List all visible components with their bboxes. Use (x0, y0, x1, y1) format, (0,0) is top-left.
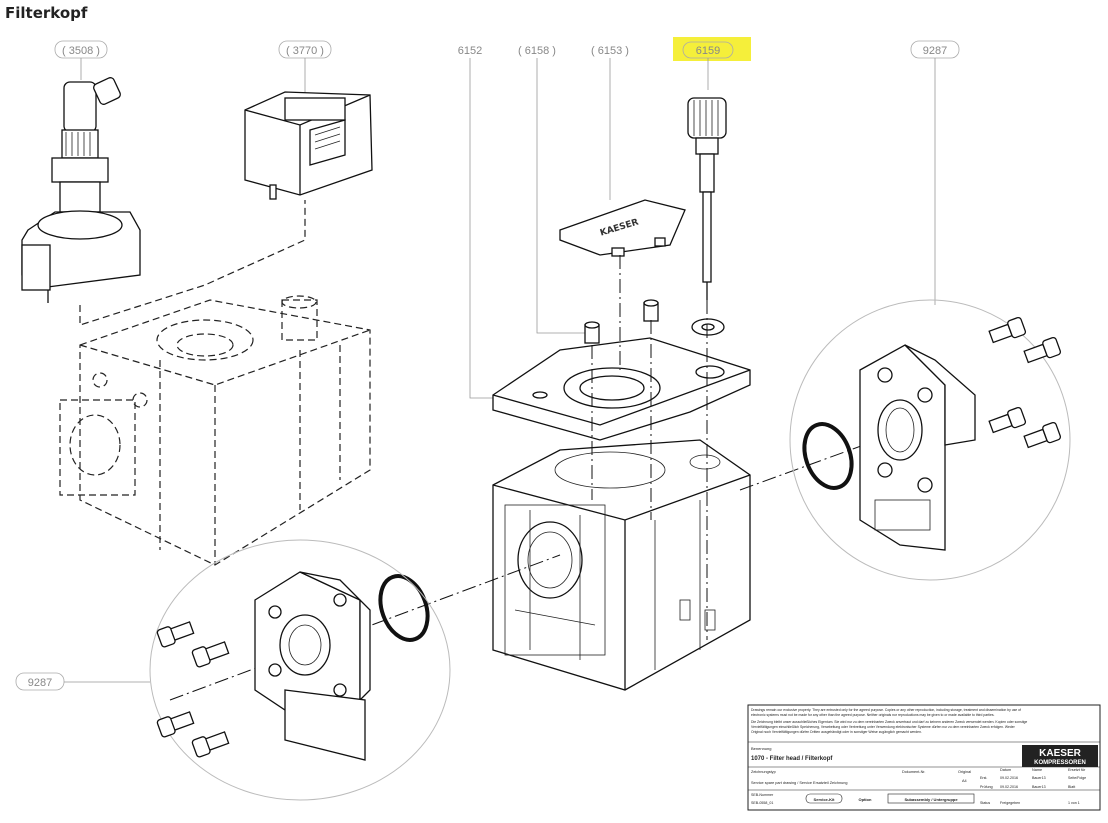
screws-left[interactable] (156, 619, 230, 758)
callout-6159-label: 6159 (696, 45, 720, 57)
erst-date: 09.02.2016 (1000, 776, 1018, 780)
callout-6153-label[interactable]: ( 6153 ) (591, 45, 629, 57)
prufung-date: 09.02.2016 (1000, 785, 1018, 789)
disclaimer-line-5: Original noch Vervielfältigungen dürfen … (751, 730, 922, 734)
kaeser-logo-top: KAESER (1039, 748, 1081, 759)
disclaimer-line-2: electronic systems must not be made for … (751, 713, 995, 717)
plug-6159[interactable] (687, 97, 727, 300)
sensor-connection-line (79, 200, 306, 326)
washer[interactable] (691, 318, 725, 336)
option-label: Option (859, 797, 872, 802)
callout-3508-label: ( 3508 ) (62, 45, 100, 57)
benennung-label: Benennung (751, 746, 771, 751)
zeichnungstyp-value: Service spare part drawing / Service Ers… (751, 781, 847, 785)
blatt-label: Blatt (1068, 785, 1075, 789)
subassembly-label: Subassembly / Untergruppe (904, 797, 958, 802)
sachnummer-value: SEB-0558_01 (751, 801, 773, 805)
sensor-block-3770[interactable] (244, 91, 373, 200)
callout-3770[interactable]: ( 3770 ) (278, 40, 332, 59)
callout-6152-label[interactable]: 6152 (458, 45, 482, 57)
erst-name: Bauer13 (1032, 776, 1046, 780)
filter-head-body[interactable] (492, 439, 751, 691)
callout-3770-label: ( 3770 ) (286, 45, 324, 57)
dokument-label: Dokument-Nr. (902, 770, 925, 774)
disclaimer-line-4: Vervielfältigungen einschließlich Speich… (751, 725, 1016, 729)
disclaimer-line-3: Die Zeichnung bleibt unser ausschließlic… (751, 720, 1027, 724)
status-label: Status (980, 801, 990, 805)
callout-3508[interactable]: ( 3508 ) (54, 40, 108, 59)
disclaimer-line-1: Drawings remain our exclusive property. … (751, 708, 1021, 712)
callout-9287-top[interactable]: 9287 (910, 40, 960, 59)
kaeser-logo-bottom: KOMPRESSOREN (1034, 760, 1086, 766)
zeichnungstyp-label: Zeichnungstyp (751, 770, 776, 774)
flange-group-right-boundary (789, 299, 1071, 581)
screws-right[interactable] (988, 316, 1062, 451)
benennung-value: 1070 - Filter head / Filterkopf (751, 756, 833, 762)
original-value: A4 (962, 779, 967, 783)
pressure-sensor-3508[interactable] (21, 76, 141, 303)
ghost-filter-head (59, 295, 371, 566)
sachnummer-label: SEB-Nummer (751, 793, 774, 797)
plugs-6158[interactable] (584, 299, 659, 344)
status-value: Freigegeben (1000, 801, 1020, 805)
callout-9287-left-label: 9287 (28, 677, 52, 689)
gasket-plate-6152[interactable] (492, 337, 751, 441)
page-title: Filterkopf (5, 4, 88, 22)
prufung-label: Prüfung (980, 785, 993, 789)
datum-label: Datum (1000, 768, 1011, 772)
prufung-name: Bauer13 (1032, 785, 1046, 789)
ersetzt-value: Seite/Folge (1068, 776, 1086, 780)
callout-9287-left[interactable]: 9287 (15, 672, 65, 691)
leader-lines (64, 58, 936, 683)
blatt-value: 1 von 1 (1068, 801, 1080, 805)
title-block: Drawings remain our exclusive property. … (747, 704, 1101, 811)
nameplate-6153[interactable]: KAESER (559, 199, 686, 257)
kit-label: Service-Kit (814, 797, 836, 802)
flange-left-9287[interactable] (254, 571, 371, 761)
name-label: Name (1032, 768, 1042, 772)
callout-6158-label[interactable]: ( 6158 ) (518, 45, 556, 57)
original-label: Original (958, 770, 971, 774)
erst-label: Erst. (980, 776, 987, 780)
flange-right-9287[interactable] (859, 344, 976, 551)
callout-6159-highlight (673, 37, 751, 61)
flange-group-left-boundary (149, 539, 451, 801)
o-ring-left[interactable] (372, 569, 436, 646)
o-ring-right[interactable] (796, 417, 860, 494)
callout-9287-top-label: 9287 (923, 45, 947, 57)
ersetzt-label: Ersetzt für (1068, 768, 1086, 772)
